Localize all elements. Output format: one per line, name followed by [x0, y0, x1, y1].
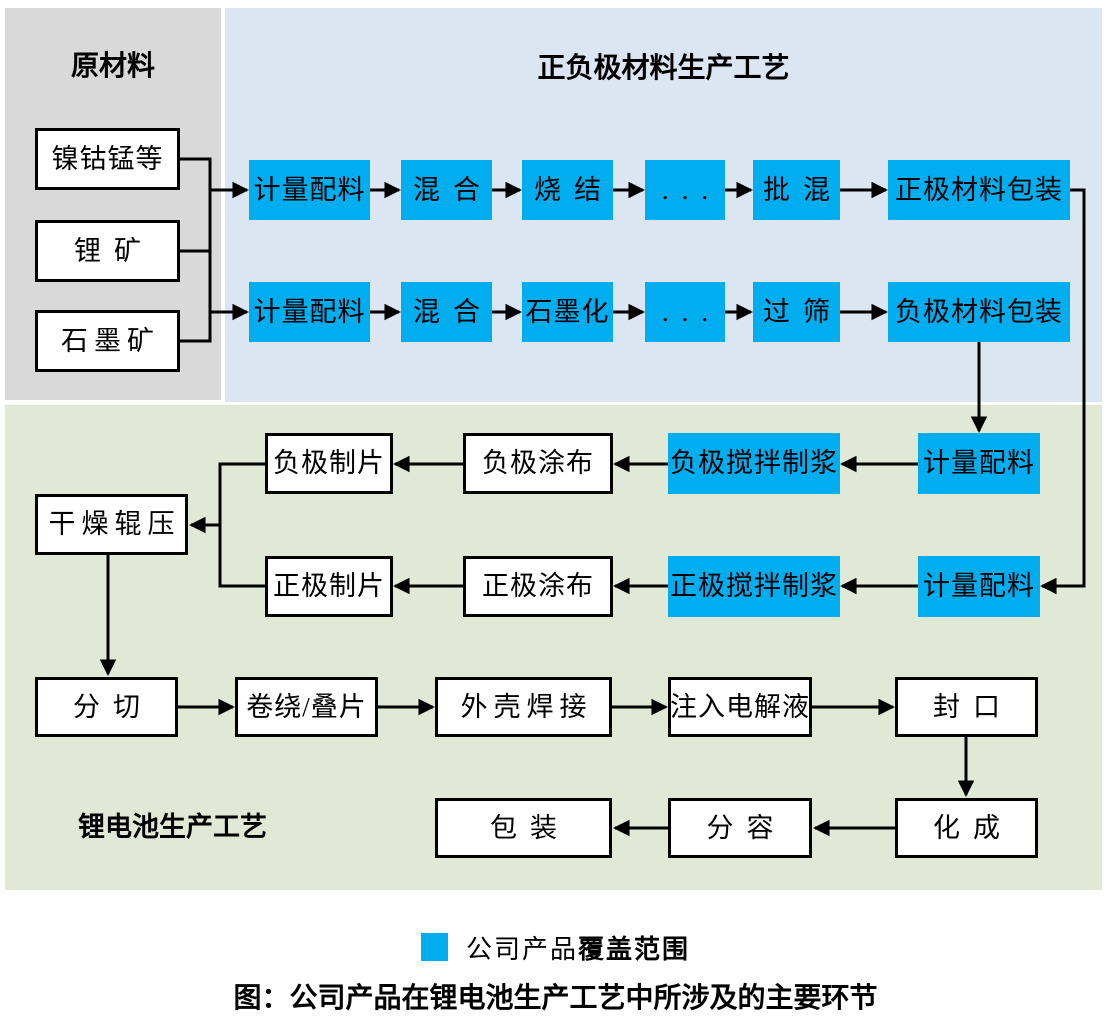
node-cathode-slurry-mixing: 正极搅拌制浆 — [668, 556, 840, 617]
node-cathode-coating: 正极涂布 — [463, 556, 613, 617]
node-slitting: 分切 — [35, 677, 178, 737]
figure-caption: 图：公司产品在锂电池生产工艺中所涉及的主要环节 — [233, 982, 878, 1013]
node-graphite-ore: 石墨矿 — [35, 310, 180, 372]
node-electrolyte-injection: 注入电解液 — [668, 677, 812, 737]
node-mixing-negative: 混合 — [401, 282, 492, 342]
node-capacity-grading: 分容 — [668, 798, 812, 858]
raw-materials-title: 原材料 — [70, 50, 155, 81]
node-cathode-sheeting: 正极制片 — [265, 556, 393, 617]
legend-label-regular: 公司产品 — [465, 934, 578, 964]
node-batch-mixing: 批混 — [753, 160, 840, 220]
node-anode-slurry-mixing: 负极搅拌制浆 — [668, 433, 840, 494]
node-case-welding: 外壳焊接 — [435, 677, 612, 737]
battery-process-title: 锂电池生产工艺 — [78, 812, 267, 842]
legend: 公司产品覆盖范围 — [0, 929, 1111, 966]
node-anode-sheeting: 负极制片 — [265, 433, 393, 494]
legend-coverage-swatch — [420, 933, 448, 961]
node-cathode-material-packaging: 正极材料包装 — [888, 160, 1070, 220]
node-nickel-cobalt-manganese: 镍钴锰等 — [35, 128, 180, 190]
legend-label-bold: 覆盖范围 — [578, 933, 691, 964]
node-sintering: 烧结 — [522, 160, 613, 220]
connector-cathode-packaging-to-metering — [1040, 188, 1086, 595]
node-sealing: 封口 — [895, 677, 1038, 737]
node-anode-material-packaging: 负极材料包装 — [888, 282, 1070, 342]
node-packing: 包装 — [435, 798, 612, 858]
node-ellipsis-positive: ... — [645, 160, 725, 220]
node-mixing-positive: 混合 — [401, 160, 492, 220]
node-drying-roll-pressing: 干燥辊压 — [35, 494, 188, 555]
node-metering-anode-cell: 计量配料 — [918, 433, 1040, 494]
node-metering-cathode-cell: 计量配料 — [918, 556, 1040, 617]
electrode-process-title: 正负极材料生产工艺 — [537, 52, 790, 83]
node-formation: 化成 — [895, 798, 1038, 858]
node-sieving: 过筛 — [753, 282, 840, 342]
node-metering-positive: 计量配料 — [249, 160, 370, 220]
node-ellipsis-negative: ... — [645, 282, 725, 342]
node-lithium-ore: 锂矿 — [35, 220, 180, 282]
node-graphitization: 石墨化 — [522, 282, 613, 342]
node-metering-negative: 计量配料 — [249, 282, 370, 342]
legend-label: 公司产品覆盖范围 — [466, 929, 690, 966]
node-winding-stacking: 卷绕/叠片 — [235, 677, 378, 737]
node-anode-coating: 负极涂布 — [463, 433, 613, 494]
